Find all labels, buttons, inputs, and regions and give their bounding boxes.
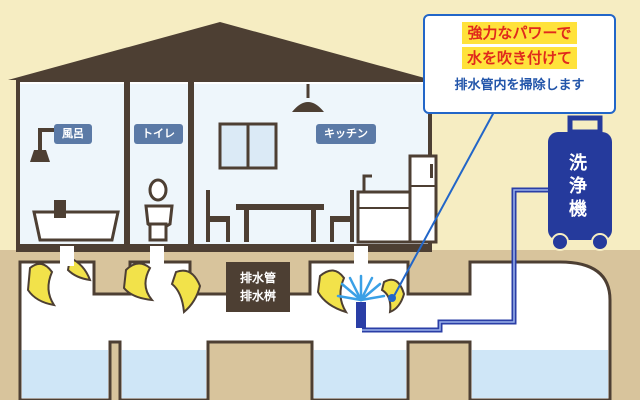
callout-box: 強力なパワーで 水を吹き付けて 排水管内を掃除します: [423, 14, 616, 114]
toilet-base: [148, 222, 168, 242]
room-label-toilet: トイレ: [134, 124, 183, 144]
spray-nozzle-icon: [356, 302, 366, 328]
chair-left: [206, 190, 230, 242]
shower-pipe: [38, 128, 60, 150]
house-floor: [18, 242, 430, 252]
pipe-label-line1: 排水管: [239, 271, 276, 285]
washer-machine-icon: [548, 115, 612, 251]
callout-pointer-dot: [388, 294, 396, 302]
sludge-deposits: [26, 256, 406, 314]
drain-inlet-bath: [60, 246, 74, 266]
fridge-handle: [430, 164, 433, 178]
bathtub-icon: [32, 210, 120, 242]
spray-line-6: [336, 294, 363, 302]
house: [8, 22, 438, 266]
water-basin-2: [122, 350, 206, 398]
spray-line-1: [340, 282, 363, 302]
machine-label-char2: 浄: [569, 176, 587, 197]
callout-line1: 強力なパワーで: [462, 22, 577, 44]
water-basin-1: [22, 350, 108, 398]
dining-table: [236, 204, 324, 210]
drain-inlet-kitchen: [354, 246, 368, 266]
kitchen-counter: [356, 190, 412, 244]
pendant-lamp-icon: [292, 102, 324, 112]
toilet-paper-icon: [148, 178, 168, 202]
water-basin-4: [472, 350, 608, 398]
table-leg-right: [311, 210, 316, 242]
drain-pipe-label: 排水管 排水桝: [226, 262, 290, 312]
drain-inlet-toilet: [150, 246, 164, 266]
faucet-icon: [362, 174, 372, 192]
wall-partition-1: [124, 80, 130, 246]
table-leg-left: [244, 210, 249, 242]
machine-label-char1: 洗: [569, 153, 587, 174]
water-basin-3: [314, 350, 406, 398]
machine-label-char3: 機: [569, 199, 587, 220]
machine-body: [548, 132, 612, 240]
spray-line-7: [359, 294, 386, 302]
pipe-label-line2: 排水桝: [239, 289, 276, 303]
sludge-1: [26, 262, 57, 307]
house-roof: [8, 22, 432, 80]
machine-wheel-right: [591, 233, 609, 251]
spray-line-4: [359, 276, 374, 302]
room-label-bath: 風呂: [54, 124, 92, 144]
spray-line-5: [359, 282, 382, 302]
wall-partition-2: [188, 80, 194, 246]
shower-head-icon: [30, 150, 50, 162]
towel: [54, 200, 66, 218]
machine-label: 洗 浄 機: [560, 152, 596, 221]
callout-line3: 排水管内を掃除します: [454, 78, 585, 93]
callout-pointer: [393, 111, 495, 297]
callout-line2: 水を吹き付けて: [461, 47, 577, 69]
drain-pipe-system: [18, 260, 612, 400]
water-spray: [336, 274, 386, 302]
machine-wheel-left: [551, 233, 569, 251]
sludge-3: [122, 262, 155, 302]
spray-line-2: [348, 276, 363, 302]
sludge-4: [170, 269, 202, 314]
room-label-kitchen: キッチン: [316, 124, 376, 144]
hose-highlight: [362, 189, 548, 331]
chair-right: [330, 190, 354, 242]
